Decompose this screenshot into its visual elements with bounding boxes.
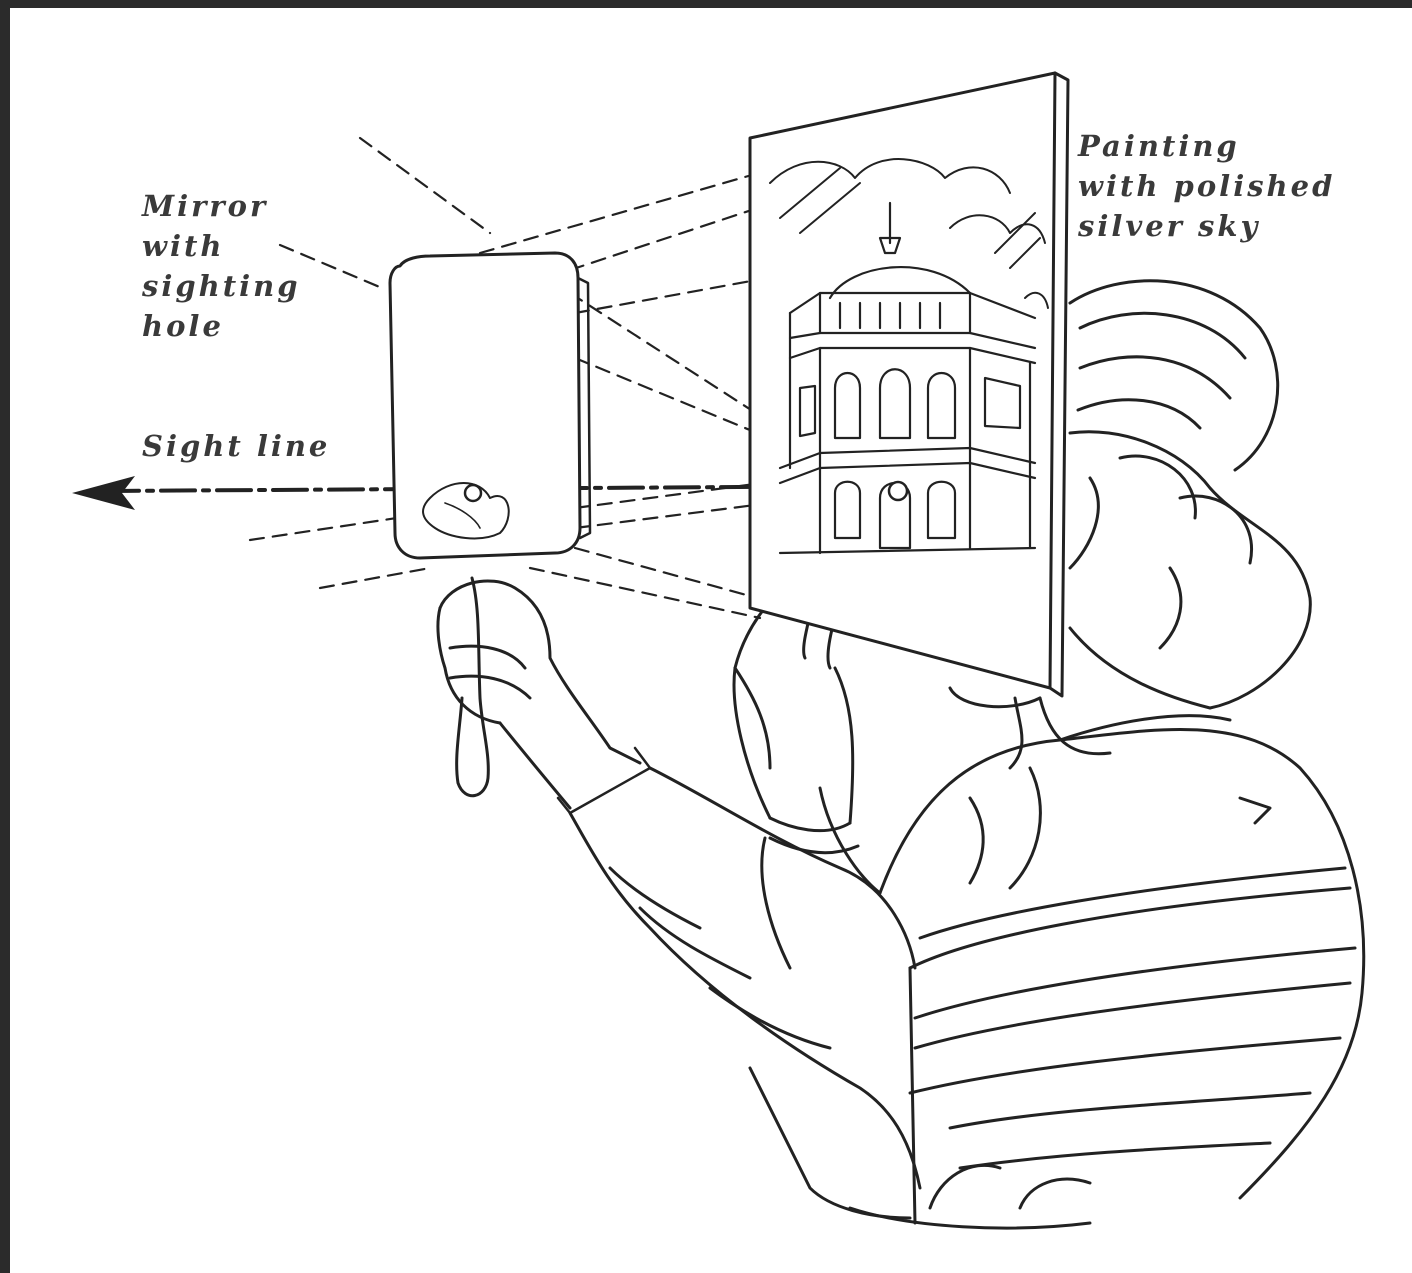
sight-line-label: Sight line bbox=[142, 426, 330, 466]
sighting-hole-icon bbox=[889, 482, 907, 500]
painting-label: Painting with polished silver sky bbox=[1078, 126, 1335, 246]
mirror-label: Mirror with sighting hole bbox=[142, 186, 300, 346]
illustration-frame: Mirror with sighting hole Sight line Pai… bbox=[10, 8, 1412, 1273]
mirror-sighting-hole-icon bbox=[465, 485, 481, 501]
painting-panel bbox=[750, 73, 1068, 696]
arrowhead-icon bbox=[72, 476, 135, 510]
